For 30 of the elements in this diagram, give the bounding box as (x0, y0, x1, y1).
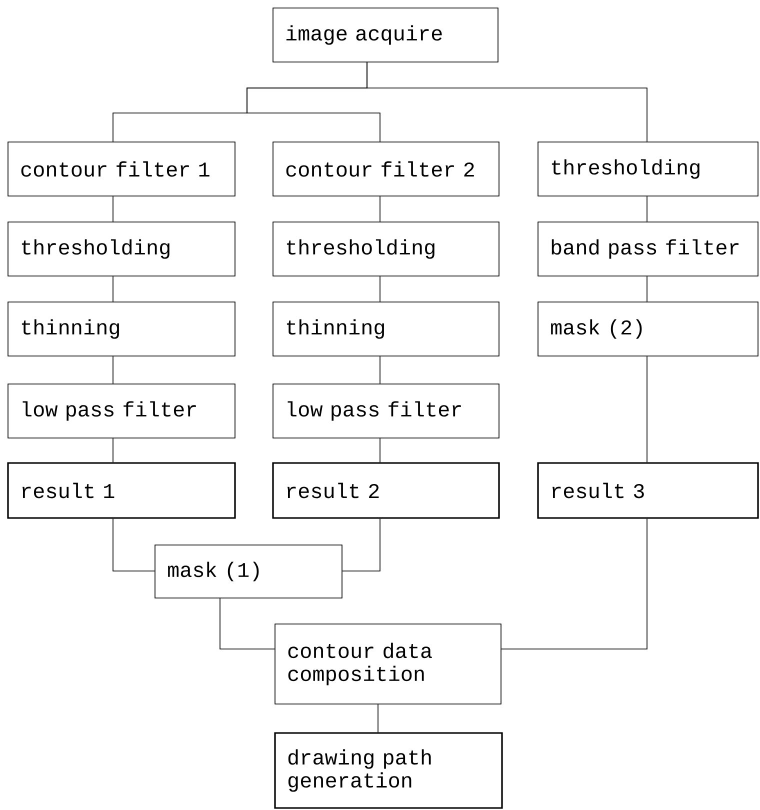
connector-line (366, 62, 648, 142)
connector-line (112, 276, 114, 302)
connector-line (112, 196, 114, 222)
process-box: thresholding (538, 142, 758, 196)
process-box: result 3 (537, 462, 759, 519)
process-box: result 2 (272, 462, 500, 519)
process-box: contour data composition (274, 624, 502, 704)
connector-line (112, 356, 114, 384)
process-box: image acquire (272, 8, 498, 62)
connector-line (646, 196, 648, 222)
connector-line (646, 276, 648, 302)
process-box: mask (1) (154, 544, 342, 598)
connector-line (112, 438, 114, 463)
connector-line (646, 356, 648, 463)
connector-line (342, 518, 380, 572)
process-box: low pass filter (272, 384, 500, 438)
process-box: result 1 (7, 462, 236, 519)
connector-line (220, 598, 275, 650)
connector-line (112, 518, 155, 572)
process-box: drawing path generation (274, 732, 503, 809)
process-box: thresholding (272, 222, 500, 276)
connector-line (501, 518, 648, 650)
process-box: contour filter 2 (272, 142, 500, 196)
process-box: mask (2) (538, 302, 758, 356)
process-box: thinning (8, 302, 236, 356)
process-box: thresholding (8, 222, 236, 276)
process-box: contour filter 1 (8, 142, 236, 196)
process-box: thinning (272, 302, 500, 356)
process-box: band pass filter (538, 222, 758, 276)
process-box: low pass filter (8, 384, 236, 438)
